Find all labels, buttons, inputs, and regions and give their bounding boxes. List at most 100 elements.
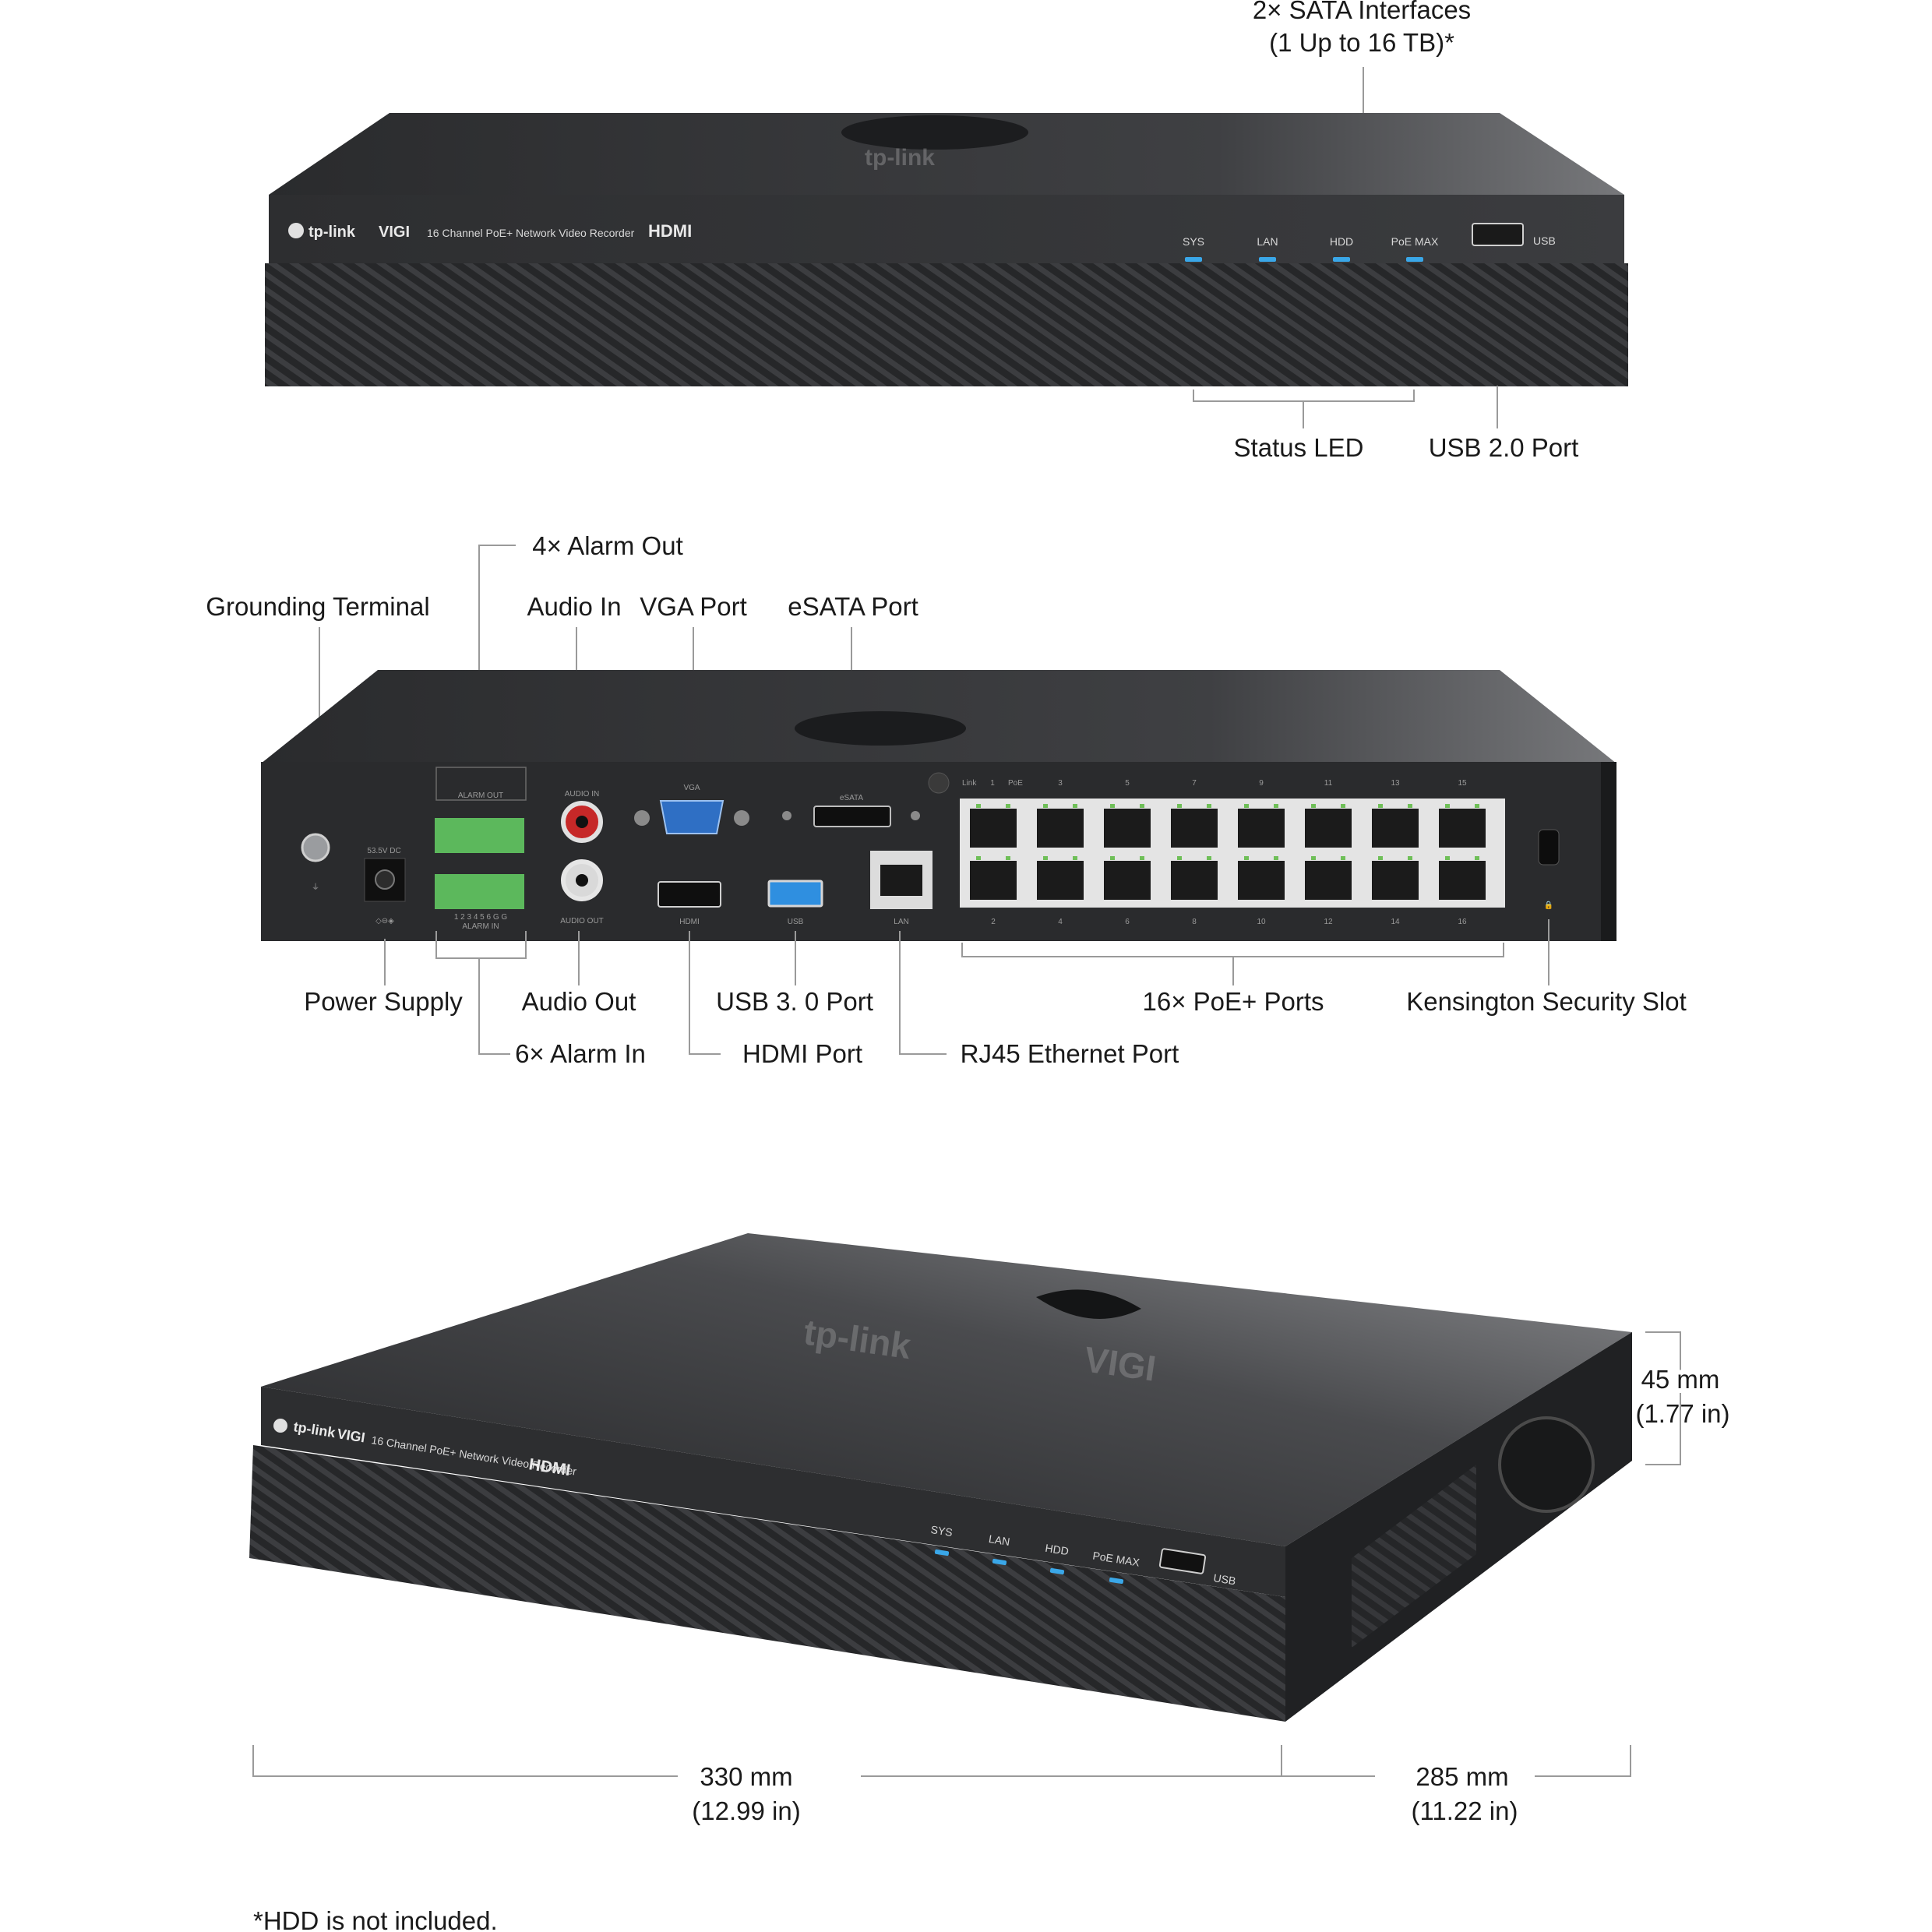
- persp-led-label-sys: SYS: [930, 1523, 954, 1539]
- poe-port-socket-icon: [1372, 809, 1419, 848]
- front-vent-grille: [265, 263, 1628, 386]
- poe-port-socket-icon: [1104, 861, 1151, 900]
- depth-mm: 285 mm: [1416, 1762, 1508, 1791]
- panel-label-usb: USB: [788, 918, 804, 926]
- depth-in: (11.22 in): [1412, 1796, 1518, 1825]
- persp-front-grille: [249, 1445, 1285, 1722]
- callout-power: Power Supply: [304, 987, 463, 1016]
- leader-hdmi: [689, 931, 721, 1055]
- alarm-out-box: [435, 767, 527, 801]
- height-mm: 45 mm: [1641, 1365, 1720, 1394]
- front-usb-label: USB: [1533, 234, 1556, 247]
- led-label-poemax: PoE MAX: [1391, 235, 1439, 248]
- persp-usb-port-icon: [1158, 1548, 1207, 1574]
- persp-led-label-lan: LAN: [988, 1532, 1010, 1548]
- usb3-port-icon: [767, 880, 823, 908]
- callout-vga: VGA Port: [640, 592, 747, 621]
- persp-top-cover: [261, 1233, 1632, 1546]
- poe-port-socket-icon: [1171, 861, 1218, 900]
- persp-led-hdd-icon: [1049, 1567, 1065, 1575]
- leader-rj45: [899, 931, 947, 1055]
- led-label-lan: LAN: [1257, 235, 1278, 248]
- esata-screw-left-icon: [782, 811, 791, 820]
- width-in: (12.99 in): [692, 1796, 800, 1825]
- poe-port-socket-icon: [1372, 861, 1419, 900]
- callout-usb30: USB 3. 0 Port: [716, 987, 873, 1016]
- vga-screw-left-icon: [634, 810, 650, 826]
- panel-label-hdmi: HDMI: [679, 918, 700, 926]
- poe-port-led-icon: [1043, 804, 1048, 808]
- panel-label-audio-in: AUDIO IN: [565, 790, 599, 799]
- panel-screw-icon: [928, 772, 950, 794]
- lan-port-socket-icon: [880, 865, 922, 896]
- poe-port-socket-icon: [1037, 861, 1084, 900]
- poe-port-led-icon: [1311, 856, 1316, 860]
- front-top-cover: [269, 113, 1624, 195]
- height-label-bg: 45 mm: [1641, 1365, 1720, 1394]
- persp-fan-icon: [1498, 1416, 1595, 1513]
- persp-side-vent: [1352, 1465, 1476, 1648]
- poe-port-led-icon: [1110, 856, 1115, 860]
- poe-port-led-icon: [1475, 856, 1479, 860]
- poe-port-led-icon: [976, 856, 981, 860]
- panel-label-poe: PoE: [1008, 779, 1023, 788]
- panel-label-vga: VGA: [683, 784, 700, 792]
- esata-screw-right-icon: [911, 811, 920, 820]
- persp-led-lan-icon: [992, 1558, 1007, 1566]
- poe-port-led-icon: [1073, 804, 1077, 808]
- callout-poe-ports: 16× PoE+ Ports: [1143, 987, 1324, 1016]
- poe-bottom-port-label: 12: [1324, 918, 1333, 926]
- callout-sata-line2: (1 Up to 16 TB)*: [1269, 28, 1454, 57]
- callout-usb20: USB 2.0 Port: [1429, 433, 1579, 462]
- poe-port-led-icon: [1408, 804, 1412, 808]
- poe-port-socket-icon: [1171, 809, 1218, 848]
- front-brand-vigi: VIGI: [379, 224, 410, 241]
- poe-bottom-port-label: 4: [1058, 918, 1063, 926]
- poe-port-led-icon: [1110, 804, 1115, 808]
- panel-label-link: Link: [962, 779, 977, 788]
- ground-symbol-icon: ⏚: [312, 883, 319, 892]
- poe-port-socket-icon: [1037, 809, 1084, 848]
- callout-rj45: RJ45 Ethernet Port: [961, 1039, 1179, 1068]
- front-view: 2× SATA Interfaces (1 Up to 16 TB)* tp-l…: [265, 0, 1628, 462]
- panel-label-audio-out: AUDIO OUT: [560, 917, 604, 925]
- poe-port-led-icon: [1341, 804, 1345, 808]
- vga-screw-right-icon: [734, 810, 749, 826]
- poe-port-socket-icon: [1305, 809, 1352, 848]
- led-label-sys: SYS: [1183, 235, 1204, 248]
- poe-top-port-label: 9: [1259, 779, 1264, 788]
- callout-grounding: Grounding Terminal: [206, 592, 429, 621]
- front-usb-port-icon: [1472, 223, 1524, 246]
- persp-led-sys-icon: [934, 1549, 950, 1557]
- poe-port-led-icon: [1341, 856, 1345, 860]
- led-sys-icon: [1185, 257, 1202, 262]
- dc-polarity-icon: ◇⊖◈: [375, 917, 394, 925]
- audio-in-jack-hole-icon: [576, 816, 588, 828]
- panel-label-lan: LAN: [894, 918, 908, 926]
- kensington-slot-icon: [1538, 829, 1560, 866]
- poe-port-led-icon: [1043, 856, 1048, 860]
- callout-hdmi: HDMI Port: [742, 1039, 862, 1068]
- callout-alarm-out: 4× Alarm Out: [532, 531, 683, 560]
- callout-esata: eSATA Port: [788, 592, 918, 621]
- bracket-height: [1645, 1331, 1681, 1465]
- poe-port-led-icon: [1311, 804, 1316, 808]
- poe-bottom-port-label: 14: [1391, 918, 1400, 926]
- dim-depth-right: [1535, 1745, 1631, 1777]
- width-mm: 330 mm: [700, 1762, 792, 1791]
- poe-port-led-icon: [1140, 856, 1144, 860]
- kensington-lock-icon: 🔒: [1544, 901, 1553, 910]
- front-hdmi-logo: HDMI: [648, 221, 692, 241]
- poe-port-led-icon: [1006, 804, 1010, 808]
- hdmi-port-icon: [658, 881, 721, 908]
- persp-led-label-hdd: HDD: [1045, 1542, 1070, 1557]
- poe-port-led-icon: [1244, 856, 1249, 860]
- panel-label-alarm-out: ALARM OUT: [458, 791, 503, 800]
- bracket-status-led: [1193, 390, 1415, 402]
- callout-sata-line1: 2× SATA Interfaces: [1253, 0, 1471, 24]
- poe-port-led-icon: [1378, 856, 1383, 860]
- panel-label-dc: 53.5V DC: [367, 847, 400, 855]
